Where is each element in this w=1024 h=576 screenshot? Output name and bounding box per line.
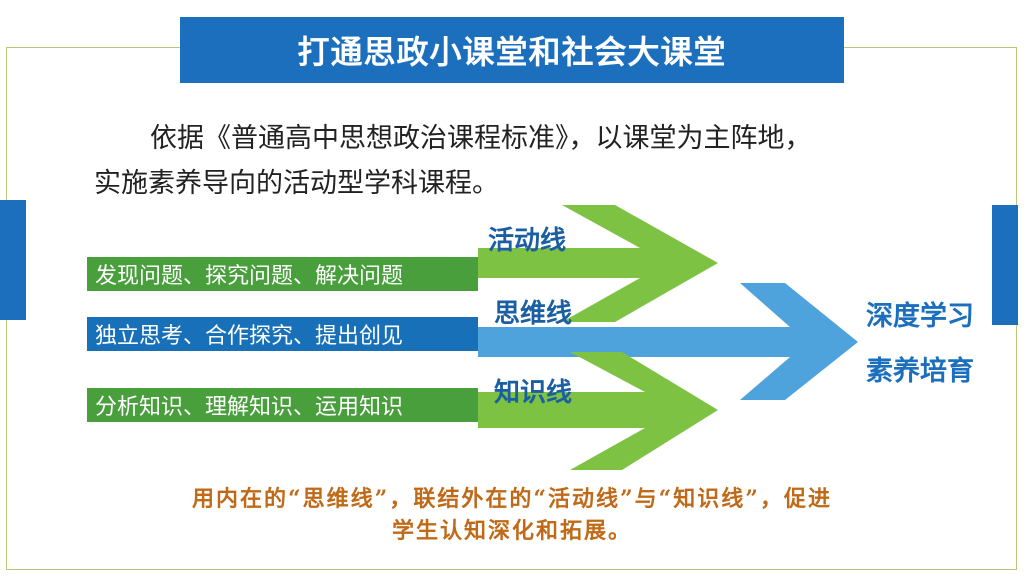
conclusion-line-2: 学生认知深化和拓展。 — [391, 518, 632, 544]
knowledge-line-label: 知识线 — [494, 378, 573, 408]
activity-line-arrow — [478, 205, 718, 322]
knowledge-bar: 分析知识、理解知识、运用知识 — [87, 388, 478, 422]
intro-line-1: 依据《普通高中思想政治课程标准》，以课堂为主阵地， — [150, 123, 812, 154]
thinking-line-label: 思维线 — [494, 299, 573, 329]
activity-bar: 发现问题、探究问题、解决问题 — [87, 257, 478, 291]
thinking-line-arrow — [478, 283, 858, 400]
knowledge-line-arrow — [478, 352, 718, 470]
activity-line-label: 活动线 — [488, 226, 567, 256]
left-accent-bar — [0, 200, 26, 320]
thinking-bar: 独立思考、合作探究、提出创见 — [87, 317, 478, 351]
intro-line-2: 实施素养导向的活动型学科课程。 — [94, 168, 499, 199]
page-title: 打通思政小课堂和社会大课堂 — [180, 17, 844, 83]
result-literacy-cultivation: 素养培育 — [866, 356, 974, 387]
right-accent-bar — [992, 205, 1018, 325]
intro-text: 依据《普通高中思想政治课程标准》，以课堂为主阵地， 实施素养导向的活动型学科课程… — [94, 116, 974, 206]
conclusion-line-1: 用内在的“思维线”，联结外在的“活动线”与“知识线”，促进 — [192, 486, 832, 512]
conclusion-text: 用内在的“思维线”，联结外在的“活动线”与“知识线”，促进 学生认知深化和拓展。 — [60, 483, 964, 547]
result-deep-learning: 深度学习 — [866, 301, 974, 332]
